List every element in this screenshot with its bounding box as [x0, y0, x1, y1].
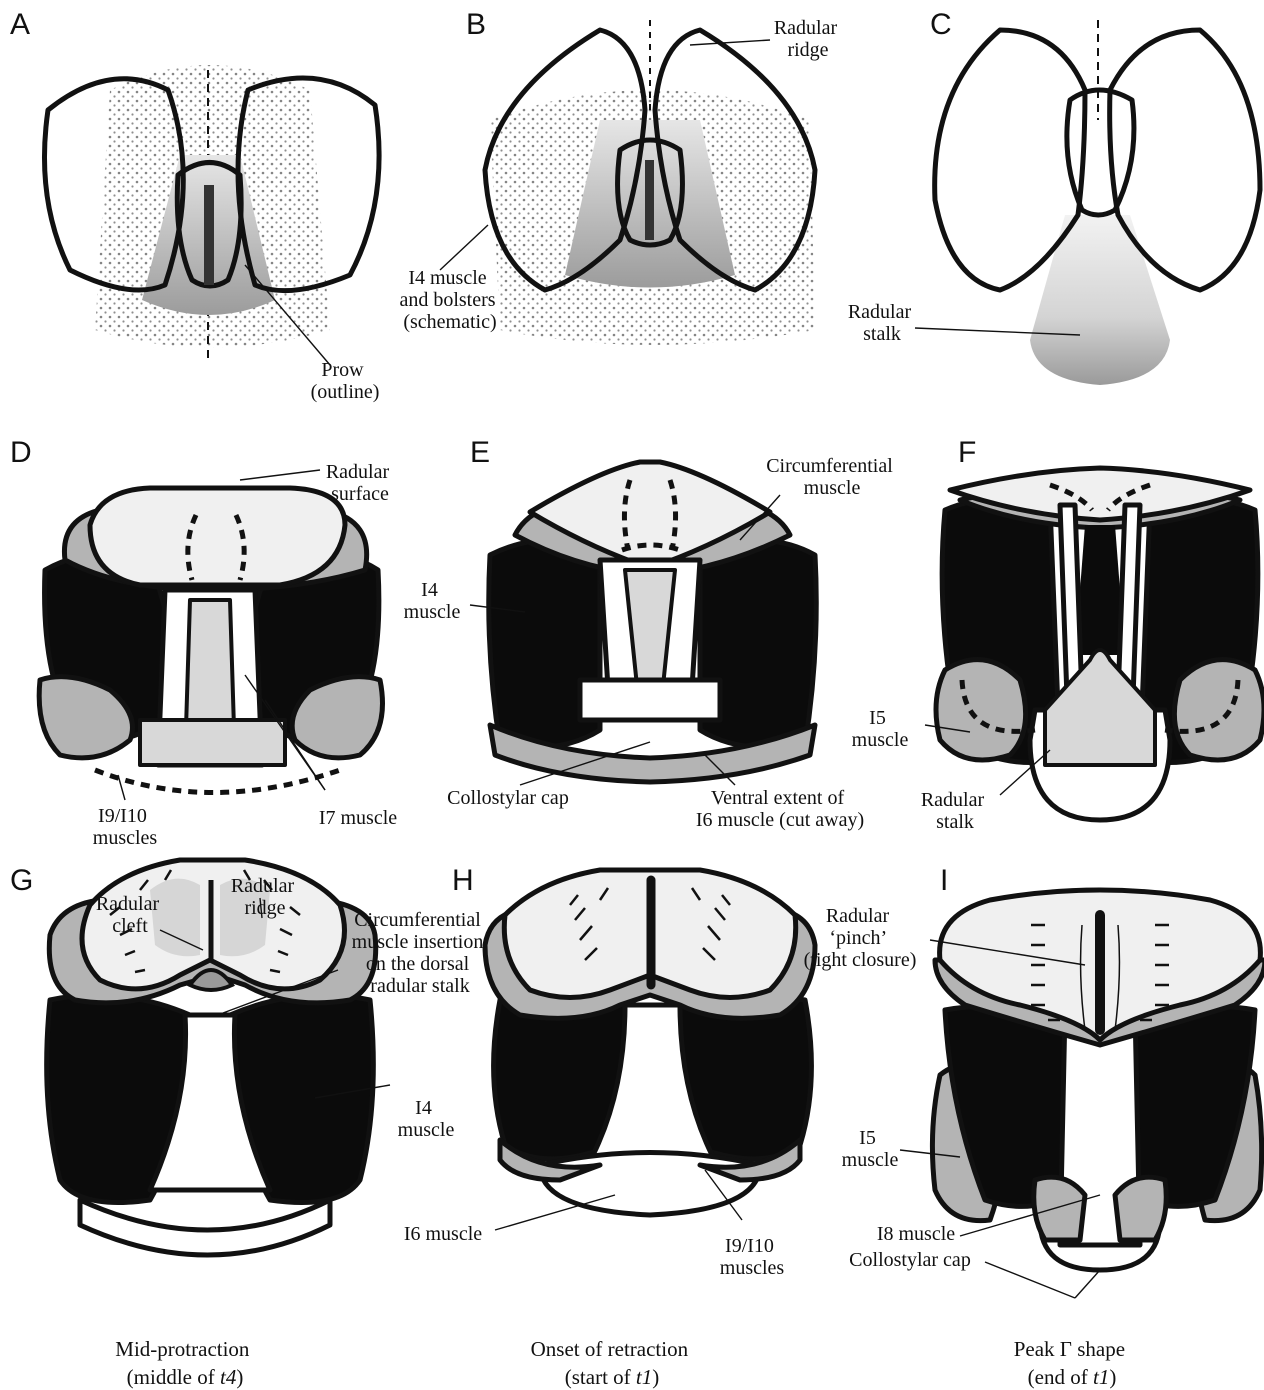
- i6-muscle-h: [540, 1153, 760, 1216]
- radular-stalk-c: [1030, 215, 1170, 385]
- panel-letter-a: A: [10, 8, 30, 41]
- radular-surface-d: [90, 488, 345, 585]
- i7-muscle-label: I7 muscle: [319, 807, 397, 829]
- collostylar-cap-d: [95, 770, 340, 793]
- collostylar-cap-label-i: Collostylar cap: [849, 1249, 971, 1271]
- collostylar-cap-e: [580, 680, 720, 720]
- radular-ridge-label-b: Radular ridge: [774, 17, 842, 61]
- panel-letter-c: C: [930, 8, 952, 41]
- collostylar-cap-label-e: Collostylar cap: [447, 787, 569, 809]
- radular-stalk-label-f: Radular stalk: [921, 789, 989, 833]
- prow-outline-c: [1067, 90, 1134, 215]
- i6-muscle-g: [80, 1200, 330, 1255]
- radular-ridge-a: [204, 185, 214, 285]
- caption-h: Onset of retraction (start of t1): [531, 1337, 694, 1389]
- radular-pinch-label: Radular ‘pinch’ (tight closure): [804, 905, 917, 971]
- i6-muscle-label-h: I6 muscle: [404, 1223, 482, 1245]
- prow-label: Prow (outline): [311, 359, 380, 403]
- panel-f: F I5 muscle Radular stalk: [852, 436, 1264, 833]
- i5-muscle-label-i: I5 muscle: [842, 1127, 899, 1171]
- i8-muscle-left-i: [1034, 1177, 1085, 1240]
- panel-c: C Radular stalk: [848, 8, 1260, 385]
- i9-i10-label-d: I9/I10 muscles: [93, 805, 158, 849]
- i8-muscle-label: I8 muscle: [877, 1223, 955, 1245]
- panel-e: E Circumferential muscle I4 muscle Collo…: [404, 436, 898, 831]
- radular-ridge-b: [645, 160, 654, 240]
- insertion-label: Circumferential muscle insertion on the …: [352, 909, 489, 997]
- i9-i10-label-h: I9/I10 muscles: [720, 1235, 785, 1279]
- panel-d: D Radular surface I9/I10 muscles I7 musc…: [10, 436, 397, 849]
- panel-g: G Radular cleft Radular ridge Circumfere…: [10, 860, 488, 1255]
- panel-i: I Radular ‘pinch’ (tight closure) I5 mus…: [804, 864, 1264, 1298]
- radular-cleft-f: [1075, 525, 1125, 655]
- panel-letter-b: B: [466, 8, 486, 41]
- i5-muscle-right-f: [1174, 660, 1264, 760]
- i4-bolsters-label: I4 muscle and bolsters (schematic): [399, 267, 500, 333]
- i6-ventral-label: Ventral extent of I6 muscle (cut away): [696, 787, 864, 831]
- i4-muscle-label-g: I4 muscle: [398, 1097, 455, 1141]
- panel-letter-g: G: [10, 864, 33, 897]
- panel-letter-h: H: [452, 864, 474, 897]
- radular-surface-label: Radular surface: [326, 461, 394, 505]
- panel-letter-i: I: [940, 864, 948, 897]
- panel-b: B Radular ridge I4 muscle and bolsters (…: [399, 8, 842, 345]
- i7-muscle-d: [140, 720, 285, 765]
- panel-letter-f: F: [958, 436, 976, 469]
- panel-letter-e: E: [470, 436, 490, 469]
- caption-g: Mid-protraction (middle of t4): [115, 1337, 254, 1389]
- i4-muscle-label-e: I4 muscle: [404, 579, 461, 623]
- radular-stalk-core-f: [1045, 650, 1155, 765]
- i8-muscle-right-i: [1115, 1177, 1166, 1240]
- panel-a: A Prow (outline): [10, 8, 379, 403]
- circumferential-muscle-label-e: Circumferential muscle: [766, 455, 898, 499]
- caption-i: Peak Γ shape (end of t1): [1014, 1337, 1131, 1389]
- panel-letter-d: D: [10, 436, 32, 469]
- i5-muscle-left-f: [936, 660, 1026, 760]
- radular-stalk-label-c: Radular stalk: [848, 301, 916, 345]
- captions: Mid-protraction (middle of t4) Onset of …: [115, 1337, 1130, 1389]
- i5-muscle-label-f: I5 muscle: [852, 707, 909, 751]
